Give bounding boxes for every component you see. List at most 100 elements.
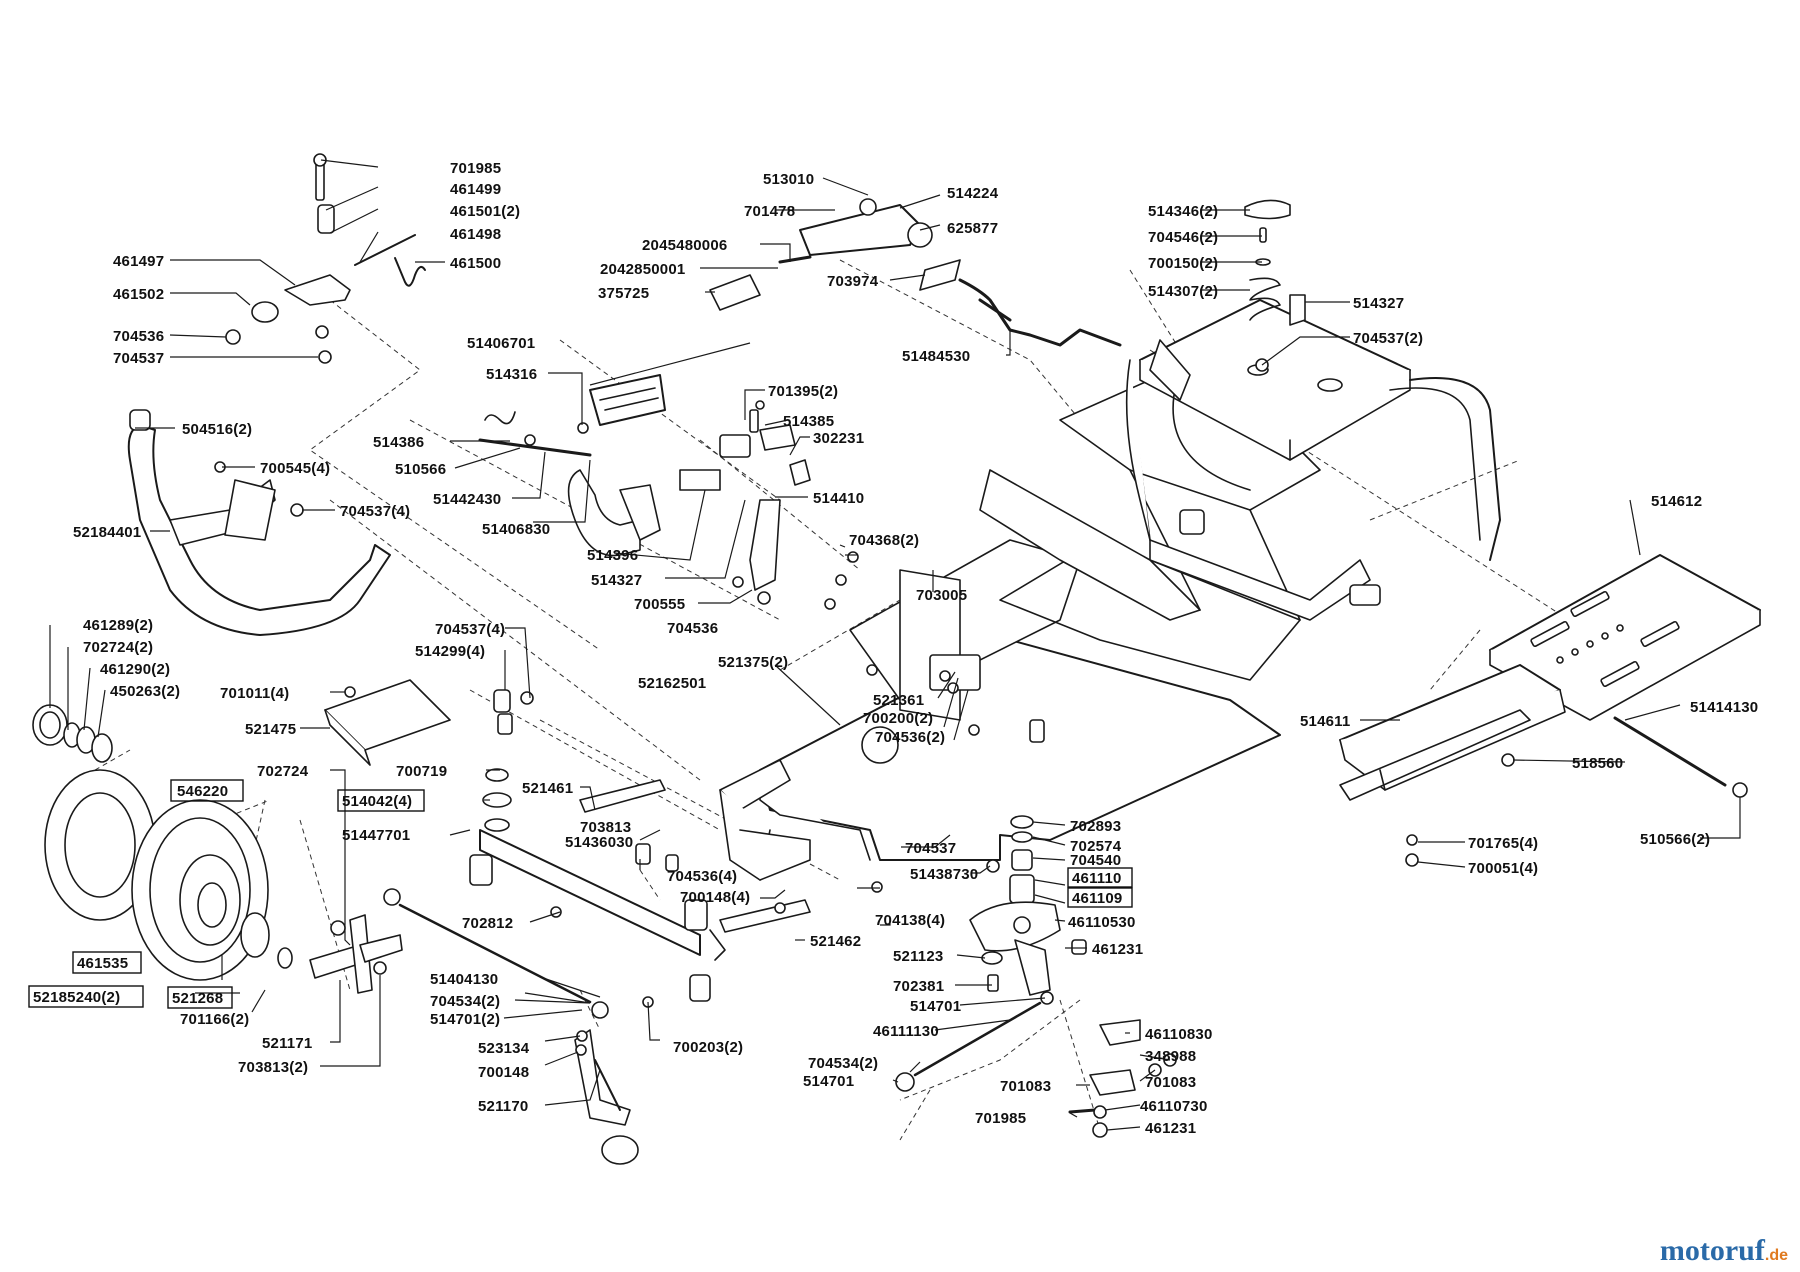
label-514042: 514042(4) [342, 793, 412, 810]
rear-plate-514611 [1339, 664, 1566, 801]
label-51442430: 51442430 [433, 491, 501, 508]
label-461289: 461289(2) [83, 617, 153, 634]
label-521475: 521475 [245, 721, 296, 738]
label-702381: 702381 [893, 978, 944, 995]
label-510566: 510566 [395, 461, 446, 478]
label-514224: 514224 [947, 185, 999, 202]
label-2042850001: 2042850001 [600, 261, 685, 278]
label-704546: 704546(2) [1148, 229, 1218, 246]
label-704540: 704540 [1070, 852, 1121, 869]
label-704534-left: 704534(2) [430, 993, 500, 1010]
label-51436030: 51436030 [565, 834, 633, 851]
label-700545: 700545(4) [260, 460, 330, 477]
label-704537-seat: 704537(2) [1353, 330, 1423, 347]
front-axle [469, 768, 726, 1002]
small-brackets [324, 679, 811, 933]
label-704138: 704138(4) [875, 912, 945, 929]
label-461497: 461497 [113, 253, 164, 270]
label-521123: 521123 [893, 948, 943, 965]
rear-rod-51414130 [1613, 716, 1748, 798]
label-704537-bumper: 704537(4) [340, 503, 410, 520]
seat-frame [1125, 299, 1501, 561]
label-51406701: 51406701 [467, 335, 535, 352]
label-461500: 461500 [450, 255, 501, 272]
label-461231-mid: 461231 [1092, 941, 1143, 958]
leader-lines [49, 159, 1741, 1131]
label-348988: 348988 [1145, 1048, 1196, 1065]
label-704537-mid: 704537(4) [435, 621, 505, 638]
label-704537-frame: 704537 [905, 840, 956, 857]
watermark-logo: motoruf.de [1660, 1236, 1788, 1266]
label-51406830: 51406830 [482, 521, 550, 538]
label-704368: 704368(2) [849, 532, 919, 549]
bolt-518560 [1501, 753, 1515, 767]
throttle-lever [709, 198, 1122, 347]
label-700150: 700150(2) [1148, 255, 1218, 272]
label-2045480006: 2045480006 [642, 237, 727, 254]
label-521375: 521375(2) [718, 654, 788, 671]
label-52185240: 52185240(2) [33, 989, 120, 1006]
bolt-700051 [1405, 853, 1419, 867]
label-700051: 700051(4) [1468, 860, 1538, 877]
label-514701-mid: 514701 [910, 998, 961, 1015]
label-450263: 450263(2) [110, 683, 180, 700]
label-700148: 700148 [478, 1064, 529, 1081]
label-701765: 701765(4) [1468, 835, 1538, 852]
label-51438730: 51438730 [910, 866, 978, 883]
label-523134: 523134 [478, 1040, 530, 1057]
label-51404130: 51404130 [430, 971, 498, 988]
label-514316: 514316 [486, 366, 537, 383]
label-701395: 701395(2) [768, 383, 838, 400]
label-521268: 521268 [172, 990, 223, 1007]
label-375725: 375725 [598, 285, 649, 302]
label-702724-hub: 702724(2) [83, 639, 153, 656]
label-521461: 521461 [522, 780, 573, 797]
label-461110: 461110 [1072, 870, 1122, 887]
label-702812: 702812 [462, 915, 513, 932]
lift-lever-assembly [225, 153, 426, 364]
label-703005: 703005 [916, 587, 967, 604]
spindle-left [309, 914, 403, 994]
label-700203: 700203(2) [673, 1039, 743, 1056]
label-46110730: 46110730 [1140, 1098, 1208, 1115]
label-514346: 514346(2) [1148, 203, 1218, 220]
rear-plate-514612 [1489, 554, 1761, 721]
label-461231-bottom: 461231 [1145, 1120, 1196, 1137]
label-461501: 461501(2) [450, 203, 520, 220]
pedal-assembly [478, 374, 811, 591]
label-461502: 461502 [113, 286, 164, 303]
label-514327-seat: 514327 [1353, 295, 1404, 312]
label-521170: 521170 [478, 1098, 528, 1115]
part-labels: 701985 461499 461501(2) 461498 461497 46… [33, 160, 1758, 1137]
label-546220: 546220 [177, 783, 228, 800]
label-514611: 514611 [1300, 713, 1350, 730]
hub-bearings [32, 704, 113, 763]
label-514612: 514612 [1651, 493, 1702, 510]
label-boxes [28, 779, 1133, 1009]
label-514385: 514385 [783, 413, 834, 430]
label-703813: 703813 [580, 819, 631, 836]
label-461290: 461290(2) [100, 661, 170, 678]
label-514410: 514410 [813, 490, 864, 507]
label-51447701: 51447701 [342, 827, 410, 844]
label-704534-right: 704534(2) [808, 1055, 878, 1072]
label-302231: 302231 [813, 430, 864, 447]
label-704536-4: 704536(4) [667, 868, 737, 885]
label-702893: 702893 [1070, 818, 1121, 835]
main-frame [719, 379, 1381, 881]
label-514386: 514386 [373, 434, 424, 451]
label-701011: 701011(4) [220, 685, 289, 702]
label-510566-2: 510566(2) [1640, 831, 1710, 848]
label-461498: 461498 [450, 226, 501, 243]
label-46110530: 46110530 [1068, 914, 1136, 931]
label-504516: 504516(2) [182, 421, 252, 438]
label-700148-4: 700148(4) [680, 889, 750, 906]
watermark-main: motoruf [1659, 1234, 1765, 1267]
front-wheel [131, 799, 293, 981]
label-703813-2: 703813(2) [238, 1059, 308, 1076]
label-701083-left: 701083 [1000, 1078, 1051, 1095]
parts [32, 153, 1761, 1165]
seat-springs [1244, 199, 1306, 372]
watermark-tld: .de [1764, 1247, 1788, 1264]
